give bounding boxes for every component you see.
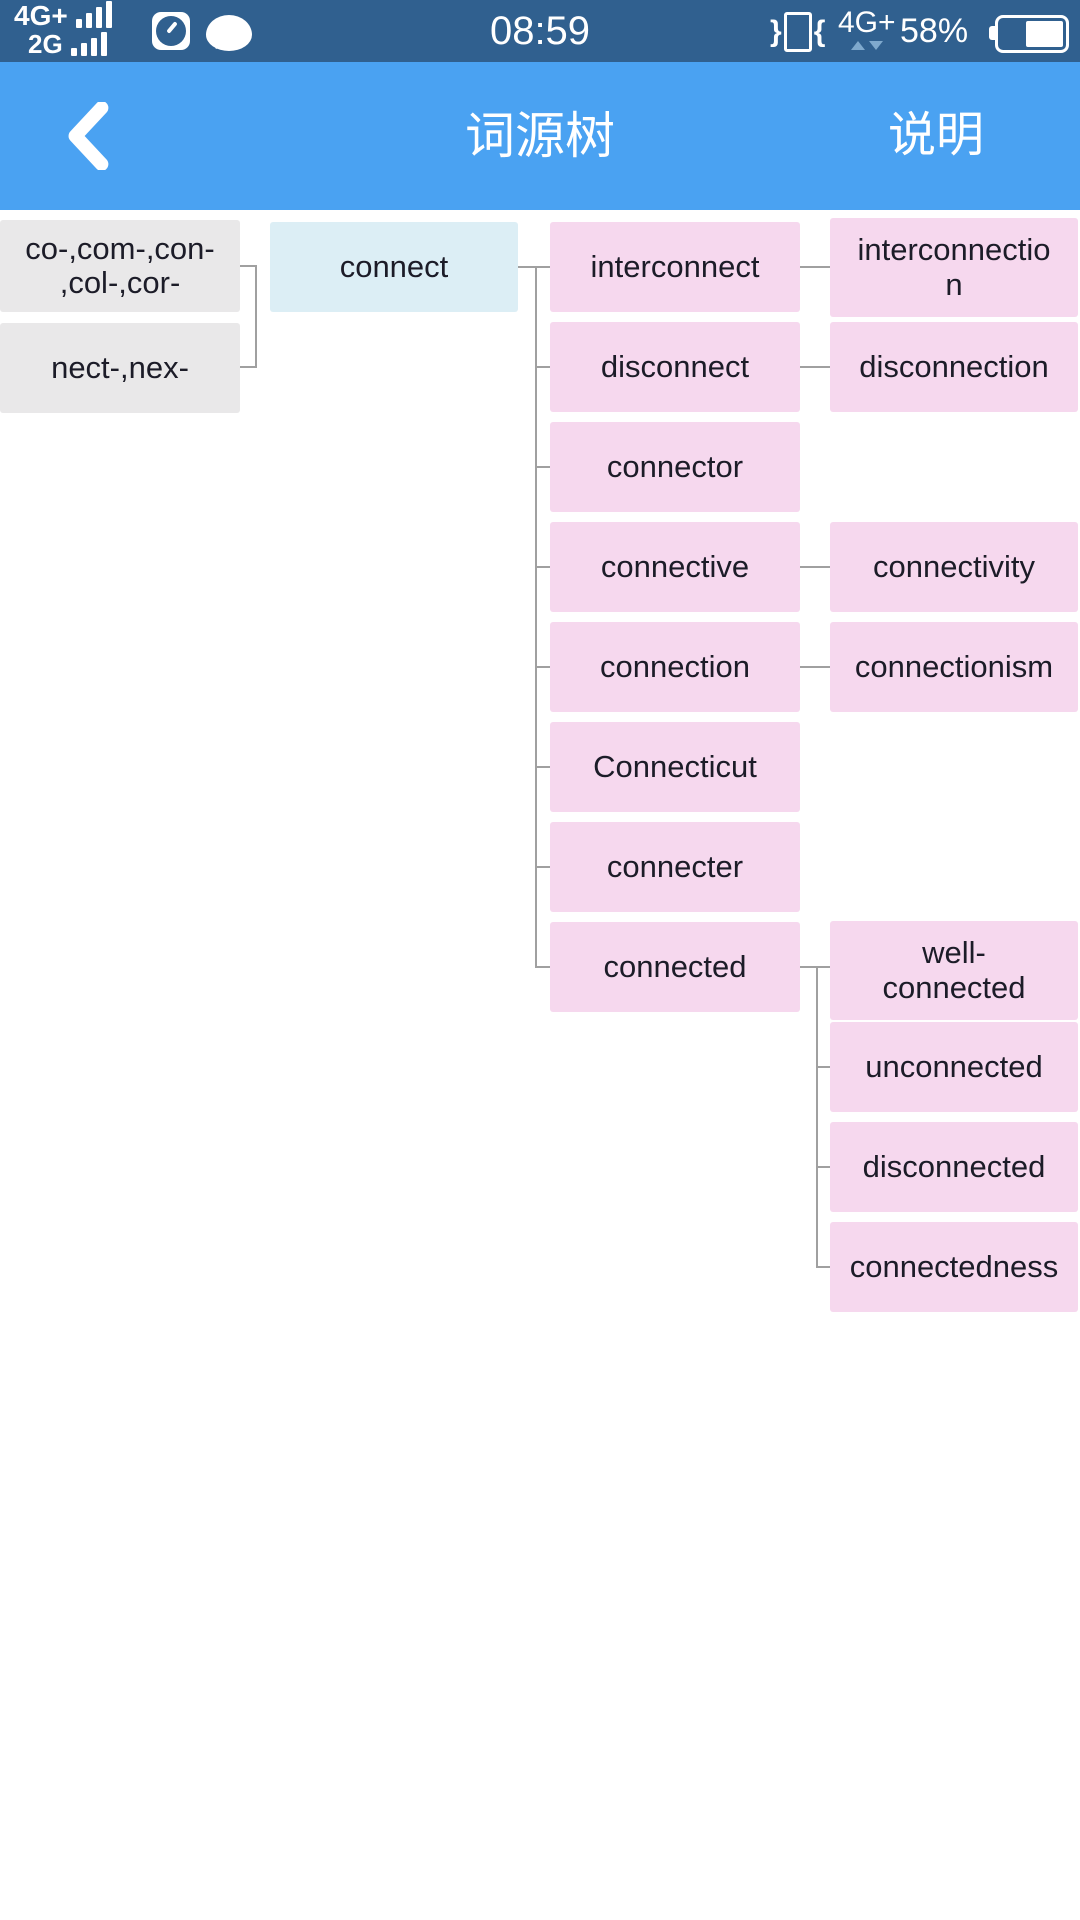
connector-line	[800, 366, 830, 368]
connector-line	[537, 966, 550, 968]
node-connected[interactable]: connected	[550, 922, 800, 1012]
connector-line	[537, 666, 550, 668]
etymology-tree: co-,com-,con- ,col-,cor- nect-,nex- conn…	[0, 210, 1080, 1920]
connector-line	[537, 566, 550, 568]
vibrate-icon: }{	[770, 12, 825, 52]
gauge-app-icon	[152, 12, 190, 50]
status-bar: 4G+ 2G 08:59 }{ 4G+ 58%	[0, 0, 1080, 62]
node-connection[interactable]: connection	[550, 622, 800, 712]
node-interconnection[interactable]: interconnectio n	[830, 218, 1078, 317]
node-disconnect[interactable]: disconnect	[550, 322, 800, 412]
node-unconnected[interactable]: unconnected	[830, 1022, 1078, 1112]
connector-line	[537, 366, 550, 368]
node-disconnected[interactable]: disconnected	[830, 1122, 1078, 1212]
network-type-indicator: 4G+	[838, 6, 896, 50]
connector-line	[537, 866, 550, 868]
connector-line	[818, 1166, 830, 1168]
connector-line	[240, 366, 256, 368]
node-connective[interactable]: connective	[550, 522, 800, 612]
node-disconnection[interactable]: disconnection	[830, 322, 1078, 412]
node-connecticut[interactable]: Connecticut	[550, 722, 800, 812]
connector-line	[800, 266, 830, 268]
connector-line	[818, 1266, 830, 1268]
help-button[interactable]: 说明	[887, 109, 984, 162]
page-title: 词源树	[465, 108, 615, 164]
node-connectivity[interactable]: connectivity	[830, 522, 1078, 612]
node-connectionism[interactable]: connectionism	[830, 622, 1078, 712]
battery-percent: 58%	[900, 12, 969, 50]
node-prefix-co[interactable]: co-,com-,con- ,col-,cor-	[0, 220, 240, 312]
data-activity-arrows-icon	[838, 41, 896, 50]
status-time: 08:59	[489, 9, 591, 53]
connector-line	[800, 666, 830, 668]
node-prefix-nect[interactable]: nect-,nex-	[0, 323, 240, 413]
connector-line	[240, 265, 256, 267]
network-type-label: 4G+	[14, 0, 68, 31]
connector-line	[816, 966, 818, 1268]
connector-line	[800, 966, 830, 968]
connector-line	[518, 266, 550, 268]
signal-bars-icon-2	[70, 32, 107, 59]
node-connecter[interactable]: connecter	[550, 822, 800, 912]
node-connectedness[interactable]: connectedness	[830, 1222, 1078, 1312]
battery-icon	[989, 15, 1069, 53]
node-connect[interactable]: connect	[270, 222, 518, 312]
signal-indicators: 4G+ 2G	[14, 1, 112, 59]
connector-line	[535, 266, 537, 968]
signal-bars-icon	[75, 1, 112, 31]
connector-line	[255, 265, 257, 368]
node-interconnect[interactable]: interconnect	[550, 222, 800, 312]
connector-line	[537, 766, 550, 768]
nav-bar: 词源树 说明	[0, 62, 1080, 210]
connector-line	[537, 466, 550, 468]
chat-bubble-icon	[206, 15, 252, 51]
connector-line	[818, 1066, 830, 1068]
back-button[interactable]	[62, 102, 112, 170]
node-well-connected[interactable]: well- connected	[830, 921, 1078, 1020]
connector-line	[800, 566, 830, 568]
network-type-label-2: 2G	[28, 29, 63, 59]
node-connector[interactable]: connector	[550, 422, 800, 512]
